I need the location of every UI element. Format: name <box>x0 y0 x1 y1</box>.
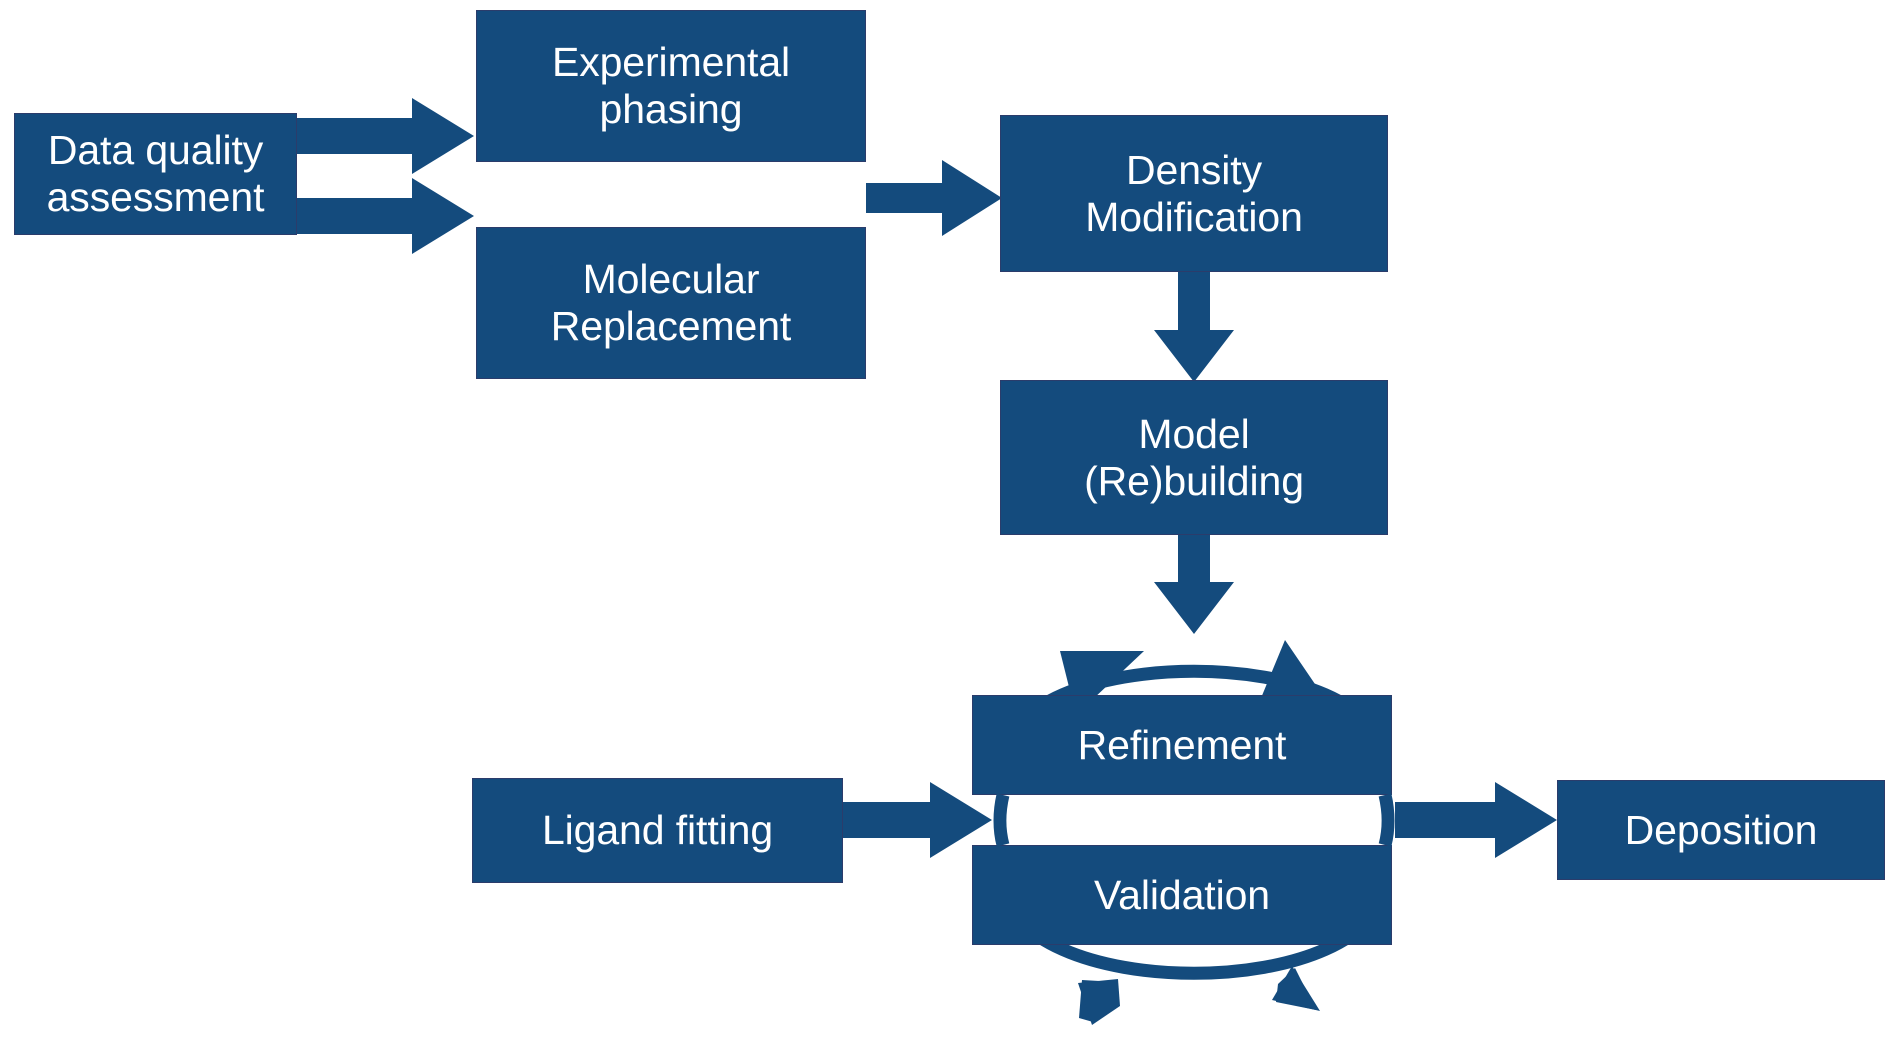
node-label-line1: Validation <box>1093 871 1271 918</box>
node-label-line2: (Re)building <box>1084 457 1304 504</box>
node-label-line1: Density <box>1125 146 1262 193</box>
arrow-phasing-to-density-modification <box>866 160 1002 236</box>
node-label-line1: Ligand fitting <box>541 807 774 854</box>
arrow-dqa-to-molecular-replacement <box>296 178 474 254</box>
node-label-line2: Replacement <box>550 303 792 349</box>
node-label-line1: Molecular <box>582 256 760 303</box>
node-label-line1: Data quality <box>47 127 264 174</box>
node-label-line1: Experimental <box>551 39 791 86</box>
node-data-quality-assessment[interactable]: Data quality assessment <box>14 113 297 235</box>
node-label-line1: Deposition <box>1624 806 1818 853</box>
node-label-line1: Refinement <box>1077 721 1287 768</box>
node-label-line2: Modification <box>1085 193 1303 240</box>
node-molecular-replacement[interactable]: Molecular Replacement <box>476 227 866 379</box>
node-label-line1: Model <box>1138 410 1250 457</box>
arrow-model-rebuilding-to-cycle <box>1154 528 1234 634</box>
node-experimental-phasing[interactable]: Experimental phasing <box>476 10 866 162</box>
node-deposition[interactable]: Deposition <box>1557 780 1885 880</box>
node-label-line2: assessment <box>46 174 265 220</box>
node-refinement[interactable]: Refinement <box>972 695 1392 795</box>
node-model-rebuilding[interactable]: Model (Re)building <box>1000 380 1388 535</box>
node-validation[interactable]: Validation <box>972 845 1392 945</box>
node-density-modification[interactable]: Density Modification <box>1000 115 1388 272</box>
arrow-dqa-to-experimental-phasing <box>296 98 474 174</box>
arrow-density-modification-to-model-rebuilding <box>1154 268 1234 382</box>
arrow-cycle-to-deposition <box>1395 782 1557 858</box>
node-ligand-fitting[interactable]: Ligand fitting <box>472 778 843 883</box>
arrow-ligand-fitting-to-cycle <box>840 782 992 858</box>
node-label-line2: phasing <box>599 86 743 132</box>
